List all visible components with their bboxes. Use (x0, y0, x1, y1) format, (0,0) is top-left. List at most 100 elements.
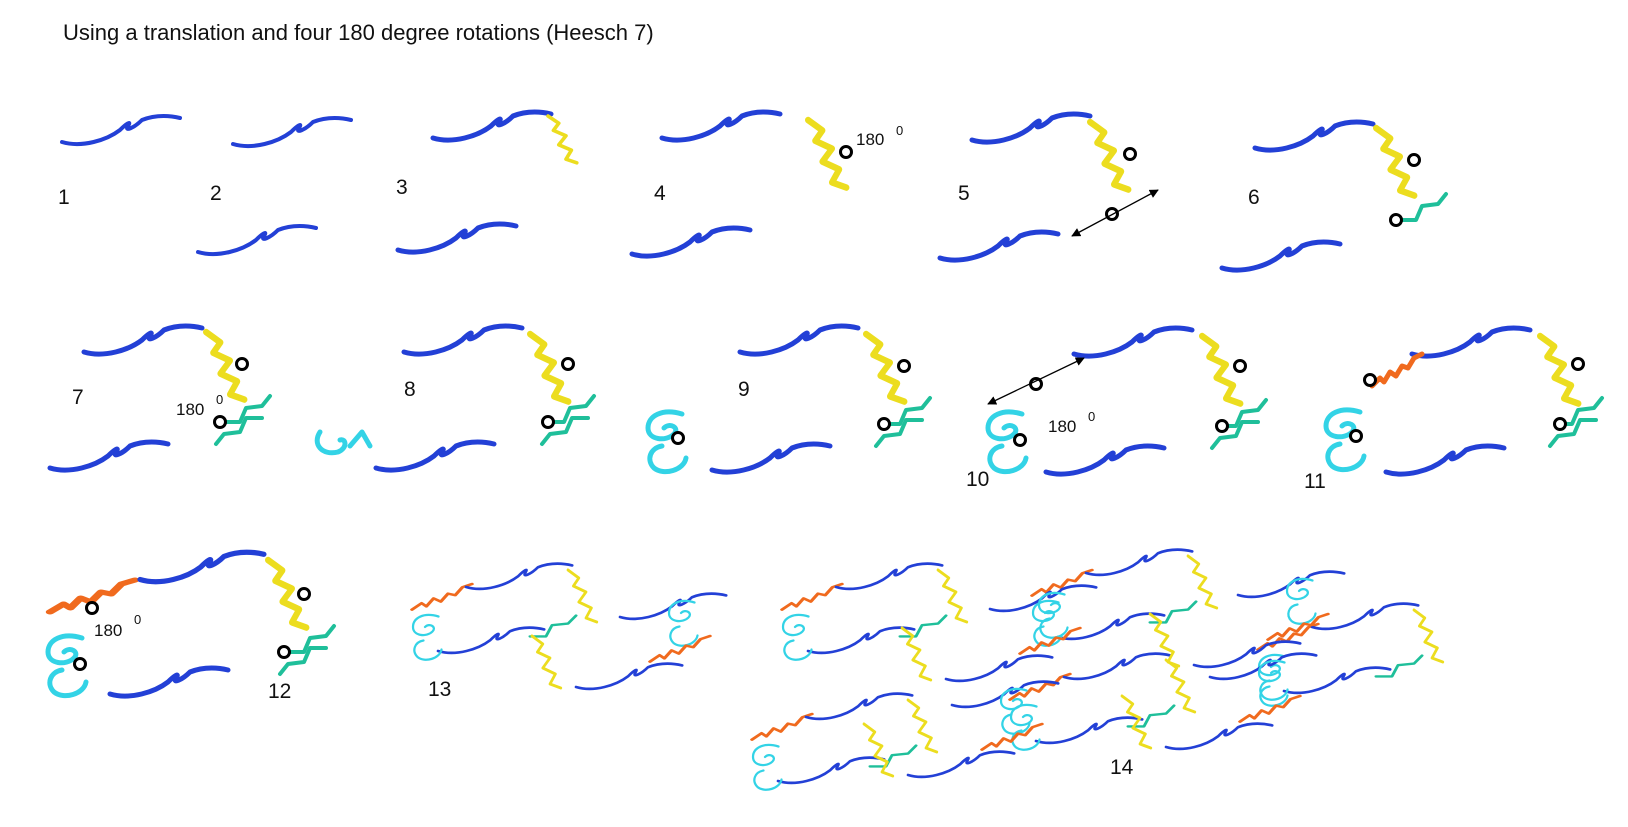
blue-edge (1236, 570, 1346, 599)
step-9-figure (648, 326, 932, 472)
tile (1030, 548, 1219, 647)
step-4-label: 4 (654, 182, 666, 205)
yellow-edge (566, 568, 599, 624)
cyan-edge (411, 613, 443, 661)
blue-edge-bottom (712, 444, 830, 472)
cyan-edge (781, 613, 813, 661)
rotation-center-icon (1233, 359, 1247, 373)
rotation-center-icon (1013, 433, 1027, 447)
step-6-figure (1222, 122, 1448, 270)
rotation-superscript: 0 (216, 392, 223, 407)
rotation-center-icon (73, 657, 87, 671)
blue-edge-bottom (1386, 446, 1504, 474)
blue-edge-top (404, 326, 522, 354)
blue-edge-top (972, 114, 1090, 142)
blue-edge (436, 626, 546, 655)
blue-edge-top (84, 326, 202, 354)
step-1-figure (60, 114, 182, 147)
blue-edge (776, 756, 886, 785)
yellow-edge (1164, 658, 1197, 714)
step-13-figure (410, 562, 728, 691)
blue-edge (464, 562, 574, 591)
orange-edge (1030, 568, 1094, 598)
orange-edge (750, 712, 814, 742)
tile-rotated (900, 584, 1098, 683)
rotation-center-icon (85, 601, 99, 615)
orange-edge (1018, 626, 1082, 656)
blue-edge-bottom (1222, 242, 1340, 270)
yellow-edge (906, 698, 939, 754)
blue-edge (1084, 548, 1194, 577)
blue-edge (944, 654, 1054, 683)
step-5-label: 5 (958, 182, 970, 205)
step-7-figure (50, 326, 272, 470)
blue-edge-bottom (632, 228, 750, 256)
orange-edge (780, 582, 844, 612)
rotation-label: 180 (856, 130, 884, 149)
blue-edge-top (1255, 122, 1373, 150)
step-14-tiling (750, 548, 1445, 791)
rotation-center-icon (297, 587, 311, 601)
blue-edge (1164, 722, 1274, 751)
orange-edge (648, 634, 712, 664)
orange-edge (1008, 672, 1072, 702)
teal-edge (1374, 654, 1424, 678)
rotation-center-icon (839, 145, 853, 159)
step-14-label: 14 (1110, 756, 1134, 779)
yellow-edge (862, 722, 895, 778)
blue-edge (834, 562, 944, 591)
rotation-label: 180 (94, 621, 122, 640)
blue-edge (574, 662, 684, 691)
rotation-center-icon (1407, 153, 1421, 167)
step-7-label: 7 (72, 386, 84, 409)
blue-edge-top (433, 112, 551, 140)
rotation-center-icon (877, 417, 891, 431)
blue-edge (1034, 716, 1144, 745)
yellow-edge (1412, 608, 1445, 664)
blue-edge-bottom (940, 232, 1058, 260)
tile-rotated (862, 680, 1060, 779)
step-3-figure (398, 112, 579, 252)
cyan-edge (314, 429, 373, 456)
blue-edge (950, 680, 1060, 709)
blue-edge-top (662, 112, 780, 140)
rotation-center-icon (561, 357, 575, 371)
rotation-label: 180 (1048, 417, 1076, 436)
step-9-label: 9 (738, 378, 750, 401)
blue-edge (1282, 666, 1392, 695)
step-8-label: 8 (404, 378, 416, 401)
tile (530, 592, 728, 691)
step-3-label: 3 (396, 176, 408, 199)
tile-rotated (1120, 652, 1318, 751)
rotation-center-icon (1029, 377, 1043, 391)
translation-arrow-icon (1071, 189, 1159, 237)
step-11-label: 11 (1304, 470, 1326, 493)
yellow-edge (936, 568, 969, 624)
orange-edge (1266, 612, 1330, 642)
tile-rotated (1148, 570, 1346, 669)
blue-edge-top (140, 552, 264, 581)
blue-edge-bottom (1046, 446, 1164, 474)
step-8-figure (314, 326, 596, 470)
blue-edge-bottom (110, 668, 228, 696)
step-4-figure (632, 112, 853, 256)
blue-edge-top (1412, 328, 1530, 356)
teal-edge (528, 614, 578, 638)
blue-edge (906, 750, 1016, 779)
rotation-center-icon (541, 415, 555, 429)
rotation-superscript: 0 (134, 612, 141, 627)
step-12-label: 12 (268, 680, 291, 703)
yellow-edge (530, 634, 563, 690)
cyan-edge (667, 599, 699, 647)
blue-edge (60, 114, 182, 147)
rotation-superscript: 0 (1088, 409, 1095, 424)
rotation-center-icon (235, 357, 249, 371)
rotation-center-icon (897, 359, 911, 373)
step-10-figure (988, 328, 1268, 474)
tile (780, 562, 969, 661)
rotation-center-icon (1349, 429, 1363, 443)
orange-edge (410, 582, 474, 612)
tile (410, 562, 599, 661)
rotation-center-icon (1123, 147, 1137, 161)
tile (1256, 602, 1445, 701)
